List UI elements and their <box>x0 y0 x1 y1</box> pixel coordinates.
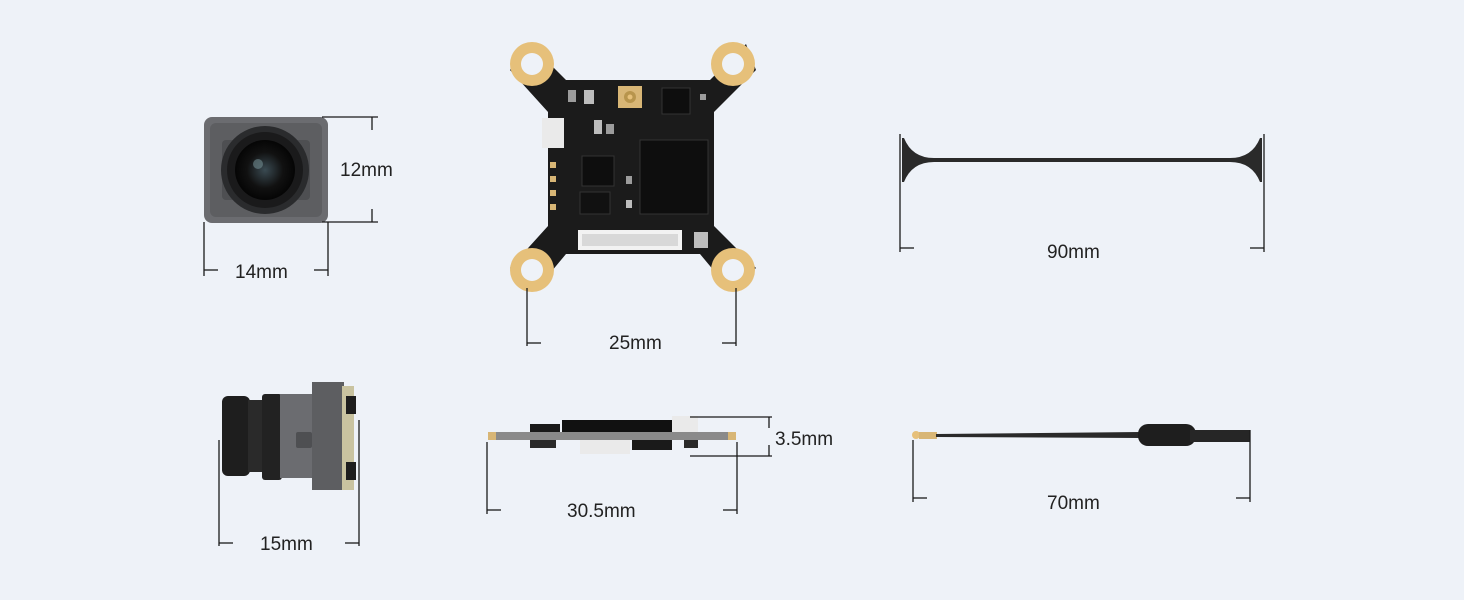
antenna-long-length-label: 90mm <box>1047 242 1100 263</box>
board-top-view <box>510 42 756 292</box>
pcb-outline <box>510 44 756 290</box>
camera-front-dimension-lines <box>203 116 378 276</box>
ufl-connector-icon <box>912 431 920 439</box>
camera-side-length-label: 15mm <box>260 534 313 555</box>
camera-front-width-label: 14mm <box>235 262 288 283</box>
camera-front-height-label: 12mm <box>340 160 393 181</box>
main-chip <box>639 139 709 215</box>
board-side-dimension-lines <box>486 416 772 514</box>
antenna-short-length-label: 70mm <box>1047 493 1100 514</box>
antenna-long <box>902 138 1262 182</box>
antenna-short <box>912 424 1250 446</box>
board-side-length-label: 30.5mm <box>567 501 636 522</box>
camera-side-dimension-lines <box>218 420 360 546</box>
lens-barrel <box>222 396 250 476</box>
board-side-height-label: 3.5mm <box>775 429 834 450</box>
board-side-view <box>488 416 736 454</box>
camera-front-view <box>204 117 328 223</box>
antenna-short-dimension-lines <box>912 430 1251 502</box>
board-top-width-label: 25mm <box>609 333 662 354</box>
lens-icon <box>235 140 295 200</box>
camera-side-view <box>222 382 356 490</box>
antenna-long-dimension-lines <box>899 134 1265 252</box>
board-top-dimension-lines <box>526 288 737 346</box>
